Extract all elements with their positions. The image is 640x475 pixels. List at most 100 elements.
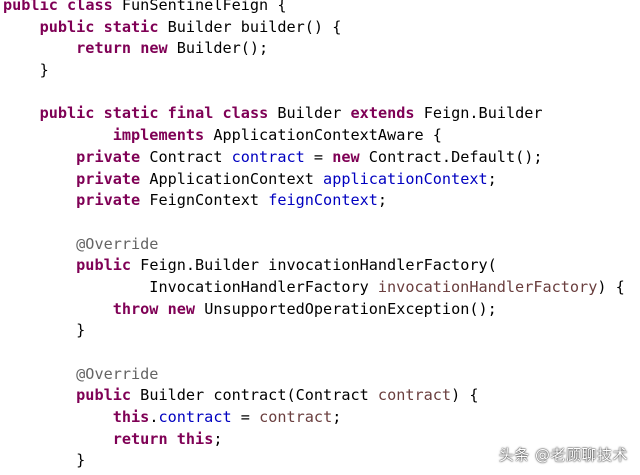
text-token: [3, 430, 113, 448]
parameter-token: contract: [377, 386, 452, 405]
text-token: [213, 104, 222, 122]
keyword-token: new: [332, 147, 360, 166]
text-token: Builder contract(Contract: [131, 386, 378, 405]
keyword-token: new: [167, 299, 196, 318]
text-token: =: [304, 147, 333, 166]
text-token: ;: [213, 429, 223, 448]
text-token: FunSentinelFeign {: [112, 0, 287, 14]
code-line: InvocationHandlerFactory invocationHandl…: [3, 277, 625, 299]
text-token: [168, 430, 177, 448]
code-line: }: [3, 320, 625, 342]
text-token: ;: [487, 169, 497, 188]
text-token: [3, 148, 76, 166]
text-token: [3, 170, 76, 188]
code-line: }: [3, 60, 625, 82]
keyword-token: return: [112, 429, 168, 448]
text-token: [3, 256, 76, 274]
code-line: this.contract = contract;: [3, 407, 625, 429]
keyword-token: throw: [112, 299, 159, 318]
text-token: [158, 300, 167, 318]
text-token: Builder();: [167, 39, 269, 58]
text-token: [3, 39, 76, 57]
text-token: [3, 104, 40, 122]
keyword-token: static: [103, 104, 159, 123]
text-token: ApplicationContextAware {: [204, 126, 442, 145]
keyword-token: this: [176, 429, 214, 448]
text-token: [158, 104, 167, 122]
text-token: }: [3, 451, 86, 470]
text-token: FeignContext: [140, 191, 269, 210]
keyword-token: new: [140, 39, 168, 58]
keyword-token: this: [112, 408, 150, 427]
keyword-token: private: [76, 147, 141, 166]
keyword-token: public: [39, 17, 95, 36]
code-line: private FeignContext feignContext;: [3, 190, 625, 212]
code-line: [3, 82, 625, 104]
keyword-token: private: [76, 191, 141, 210]
text-token: Contract: [140, 147, 232, 166]
code-line: @Override: [3, 364, 625, 386]
text-token: [3, 18, 40, 36]
keyword-token: class: [67, 0, 113, 14]
field-token: feignContext: [268, 191, 378, 210]
text-token: [58, 0, 67, 14]
text-token: [3, 365, 76, 383]
code-line: return this;: [3, 429, 625, 451]
text-token: Builder builder() {: [158, 17, 342, 36]
keyword-token: public: [39, 104, 95, 123]
text-token: [3, 191, 76, 209]
text-token: [3, 408, 113, 426]
code-line: implements ApplicationContextAware {: [3, 125, 625, 147]
keyword-token: implements: [112, 126, 205, 145]
parameter-token: invocationHandlerFactory: [377, 277, 598, 296]
field-token: contract: [158, 408, 232, 427]
text-token: Feign.Builder invocationHandlerFactory(: [131, 256, 497, 275]
text-token: [3, 300, 113, 318]
code-line: public Feign.Builder invocationHandlerFa…: [3, 255, 625, 277]
code-line: [3, 212, 625, 234]
text-token: }: [3, 321, 86, 340]
keyword-token: private: [76, 169, 141, 188]
text-token: ) {: [451, 386, 479, 405]
annotation-token: @Override: [76, 364, 159, 383]
keyword-token: class: [222, 104, 269, 123]
keyword-token: public: [3, 0, 58, 14]
text-token: [131, 39, 140, 57]
text-token: =: [231, 408, 260, 427]
text-token: ) {: [597, 277, 625, 296]
text-token: [3, 126, 113, 144]
text-token: [3, 235, 76, 253]
text-token: ;: [332, 408, 342, 427]
code-line: public static final class Builder extend…: [3, 103, 625, 125]
field-token: applicationContext: [323, 169, 488, 188]
watermark: 头条 @老顾聊技术: [498, 446, 628, 464]
annotation-token: @Override: [76, 234, 159, 253]
code-line: private ApplicationContext applicationCo…: [3, 169, 625, 191]
code-block: public class FunSentinelFeign { public s…: [3, 0, 625, 472]
text-token: }: [3, 61, 49, 80]
code-line: private Contract contract = new Contract…: [3, 147, 625, 169]
code-line: public static Builder builder() {: [3, 17, 625, 39]
text-token: [94, 104, 103, 122]
keyword-token: extends: [350, 104, 415, 123]
keyword-token: public: [76, 386, 132, 405]
keyword-token: return: [76, 39, 132, 58]
text-token: UnsupportedOperationException();: [195, 299, 497, 318]
text-token: Builder: [268, 104, 351, 123]
keyword-token: static: [103, 17, 159, 36]
text-token: Feign.Builder: [414, 104, 543, 123]
code-line: }: [3, 450, 625, 472]
text-token: ;: [377, 191, 388, 210]
text-token: InvocationHandlerFactory: [3, 277, 378, 296]
text-token: ApplicationContext: [140, 169, 324, 188]
code-line: throw new UnsupportedOperationException(…: [3, 299, 625, 321]
text-token: [3, 386, 76, 404]
code-line: public class FunSentinelFeign {: [3, 0, 625, 17]
field-token: contract: [231, 147, 305, 166]
code-line: @Override: [3, 234, 625, 256]
text-token: .: [149, 408, 159, 427]
text-token: [94, 18, 103, 36]
text-token: Contract.Default();: [359, 147, 543, 166]
keyword-token: final: [167, 104, 214, 123]
